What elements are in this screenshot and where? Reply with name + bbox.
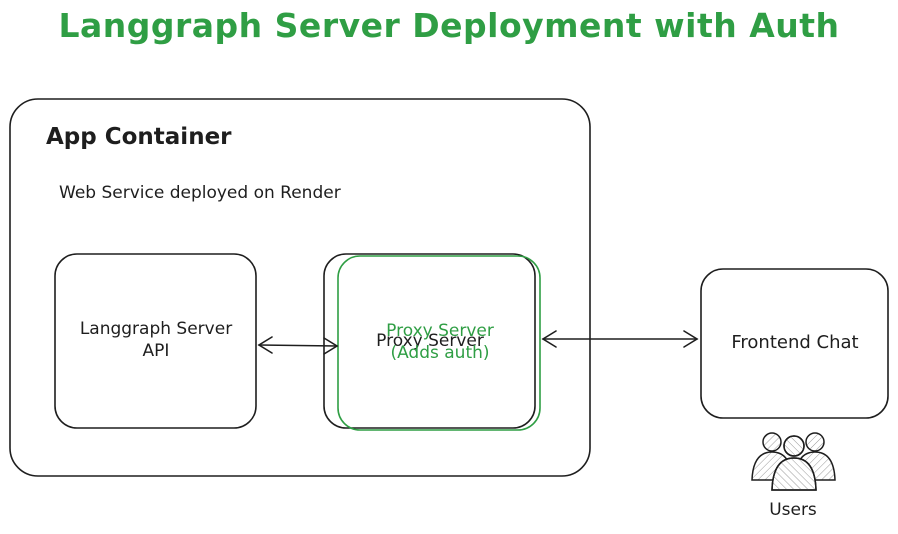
proxy-server-box [323,253,536,429]
frontend-chat-box [700,268,889,419]
frontend-chat-label-text: Frontend Chat [731,332,859,353]
frontend-chat-label: Frontend Chat [700,332,890,354]
proxy-server-auth-label-line2: (Adds auth) [390,343,490,363]
proxy-server-label-text: Proxy Server [376,331,484,351]
proxy-server-auth-label-line1: Proxy Server [386,321,494,341]
users-group-icon [751,432,836,491]
arrow-langgraph-proxy [257,336,339,355]
users-label: Users [769,500,817,520]
proxy-server-auth-box [337,255,541,431]
langgraph-server-label-line2: API [142,341,170,361]
langgraph-server-box [54,253,257,429]
app-container-title: App Container [46,124,232,150]
app-container-subtitle: Web Service deployed on Render [59,183,341,203]
diagram-title: Langgraph Server Deployment with Auth [58,6,840,45]
langgraph-server-label: Langgraph Server API [56,318,256,362]
app-container-box [9,98,591,477]
proxy-server-label: Proxy Server [330,330,530,352]
proxy-server-auth-label: Proxy Server (Adds auth) [340,320,540,364]
langgraph-server-label-line1: Langgraph Server [79,319,233,339]
arrow-proxy-frontend [541,330,699,348]
